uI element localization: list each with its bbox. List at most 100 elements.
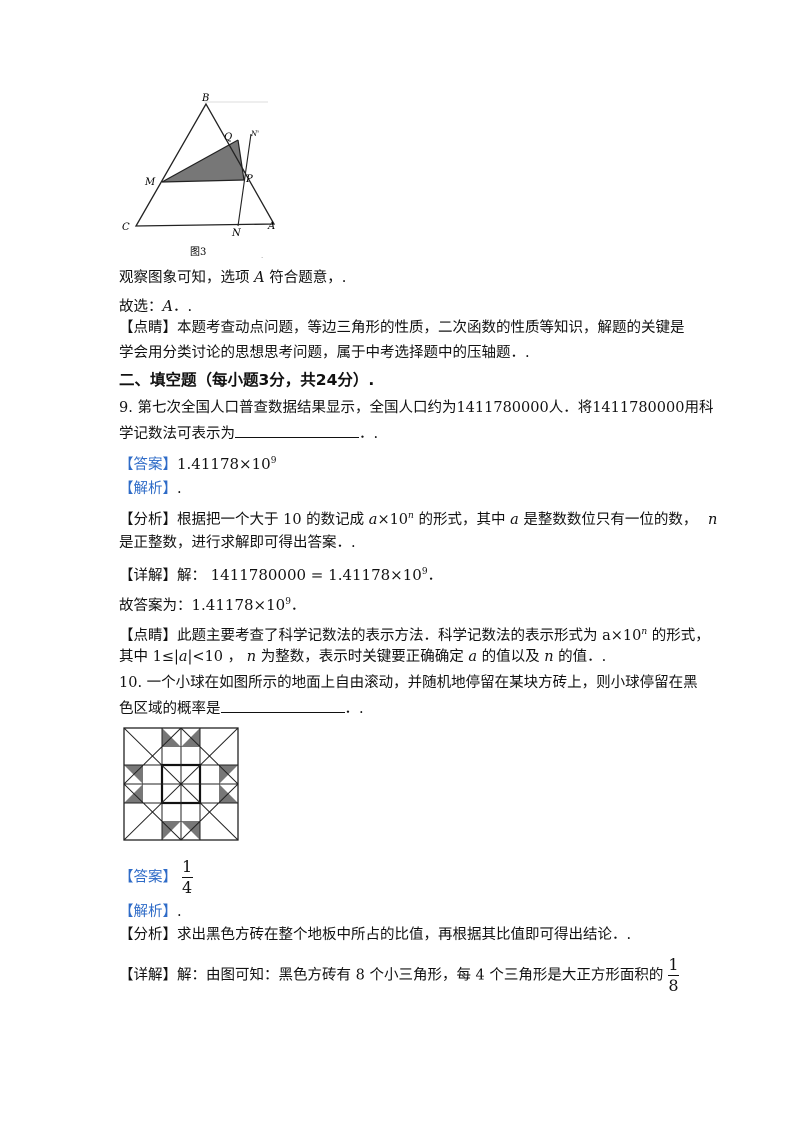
q9-solution-line: 故答案为：1.41178×109． [119,592,305,616]
q10-xiangjie-tag: 【详解】 [119,967,177,984]
q9-dj-text-i: 的值．. [558,649,607,665]
segment-nn-prime [237,133,252,227]
q9-solution-exponent: 9 [285,597,291,607]
q9-stem-1: 9. 第七次全国人口普查数据结果显示，全国人口约为1411780000人．将14… [119,400,714,416]
q9-dj-var-a: a [178,649,188,665]
q10-answer-numerator: 1 [182,857,193,876]
q9-answer-exponent: 9 [270,456,277,466]
q9-stem-2: 学记数法可表示为．. [119,423,378,444]
observe-text: 观察图象可知，选项 [119,270,250,286]
q10-xiangjie-fraction: 1 8 [668,956,679,995]
q10-xiangjie-numerator: 1 [668,955,679,974]
q9-fenxi-text-g: 是整数数位只有一位的数， [523,511,698,528]
q9-dj-text-e: 为整数，表示时关键要正确确定 [260,649,464,665]
q9-dj-var-a-2: a [468,649,477,665]
geometry-figure-3: B Q N' M P C N A 图3 . [122,93,276,260]
q10-xiangjie-text: 解：由图可知：黑色方砖有 8 个小三角形，每 4 个三角形是大正方形面积的 [177,967,664,984]
q9-fenxi-text-a: 根据把一个大于 10 的数记成 [177,511,365,528]
q9-dj-var-n: n [246,649,257,665]
q10-answer-denominator: 4 [182,878,193,897]
q9-answer-blank [235,423,359,438]
section-heading: 二、填空题（每小题3分，共24分）. [119,371,375,389]
remark-text-1: 本题考查动点问题，等边三角形的性质，二次函数的性质等知识，解题的关键是 [177,320,685,336]
q9-dianjing-line-1: 【点睛】此题主要考查了科学记数法的表示方法．科学记数法的表示形式为 a×10n … [119,622,710,646]
figure-caption: 图3 [190,246,206,258]
times-ten: ×10 [377,511,409,528]
q10-stem-1: 10. 一个小球在如图所示的地面上自由滚动，并随机地停留在某块方砖上，则小球停留… [119,675,698,691]
fraction-bar [181,877,193,878]
xiangjie-tag: 【详解】 [119,567,177,584]
q9-xiangjie-line: 【详解】解： 1411780000 = 1.41178×109． [119,562,442,586]
label-c: C [122,222,130,233]
option-a: A [254,270,265,286]
q10-xiangjie-denominator: 8 [668,976,679,995]
var-n-exp: n [408,511,414,521]
q9-fenxi-line-1: 【分析】根据把一个大于 10 的数记成 a×10n 的形式，其中 a 是整数数位… [119,506,717,530]
q9-dianjing-text-a: 此题主要考查了科学记数法的表示方法．科学记数法的表示形式为 [177,627,598,644]
q9-jiexi-line: 【解析】. [119,479,182,499]
q9-dianjing-formula: a×10 [602,627,642,644]
jiexi-dot: . [177,481,182,497]
var-n: n [707,511,718,528]
segment-qp [237,139,245,181]
q9-xiangjie-equation: 1411780000 = 1.41178×10 [210,565,422,584]
q9-dj-text-g: 的值以及 [481,649,540,665]
q10-xiangjie-line: 【详解】解：由图可知：黑色方砖有 8 个小三角形，每 4 个三角形是大正方形面积… [119,956,679,996]
q9-answer-line: 【答案】1.41178×109 [119,451,276,475]
q10-answer-blank [220,698,345,713]
dianjing-tag: 【点睛】 [119,627,177,644]
choice-end: ．. [172,299,193,315]
q10-stem-2-end: ．. [344,701,364,717]
q9-solution-value: 1.41178×10 [191,595,286,614]
answer-tag: 【答案】 [119,456,177,473]
label-a: A [267,221,275,232]
label-m: M [144,177,156,188]
q10-fenxi-tag: 【分析】 [119,927,177,943]
jiexi-tag: 【解析】 [119,481,177,497]
var-a-2: a [510,511,519,528]
q10-answer-line: 【答案】 1 4 [119,857,193,897]
q10-stem-2: 色区域的概率是 ．. [119,698,364,719]
q10-stem-2-text: 色区域的概率是 [119,701,221,717]
q10-answer-fraction: 1 4 [181,857,193,897]
label-p: P [245,174,253,185]
q10-jiexi-tag: 【解析】 [119,904,177,920]
shaded-triangle-mqp [162,140,244,182]
caption-dot: . [261,252,263,260]
triangle-abc [134,102,276,227]
segment-mq [161,139,239,183]
label-q: Q [224,132,232,143]
label-n-prime: N' [250,130,259,138]
q9-dianjing-line-2: 其中 1≤|a|<10 ， n 为整数，表示时关键要正确确定 a 的值以及 n … [119,647,606,667]
q10-jiexi-line: 【解析】. [119,902,182,922]
fraction-bar-2 [668,975,679,976]
q9-answer-mantissa: 1.41178×10 [177,454,271,473]
q9-fenxi-line-2: 是正整数，进行求解即可得出答案．. [119,535,356,551]
q9-solution-label: 故答案为： [119,597,192,614]
remark-text-2: 学会用分类讨论的思想思考问题，属于中考选择题中的压轴题．. [119,345,530,361]
q9-xiangjie-exponent: 9 [421,567,428,577]
remark-line-1: 【点睛】本题考查动点问题，等边三角形的性质，二次函数的性质等知识，解题的关键是 [119,318,685,338]
q10-fenxi-text: 求出黑色方砖在整个地板中所占的比值，再根据其比值即可得出结论．. [177,927,632,943]
q9-dj-var-n-2: n [544,649,554,665]
remark-tag: 【点睛】 [119,320,177,336]
q10-answer-tag: 【答案】 [119,869,177,886]
q10-fenxi-line: 【分析】求出黑色方砖在整个地板中所占的比值，再根据其比值即可得出结论．. [119,925,631,945]
label-n: N [231,228,242,239]
choice-label: 故选： [119,299,163,315]
q10-jiexi-dot: . [177,904,182,920]
label-b: B [201,93,209,104]
q9-dj-range-a: 其中 1≤| [119,649,179,665]
q9-dianjing-text-d: 的形式， [651,627,710,644]
q9-xiangjie-end: ． [427,567,443,584]
q9-stem-2-end: ．. [359,426,379,442]
q9-dianjing-exp: n [641,627,648,637]
var-a: a [368,511,378,528]
observe-text-end: 符合题意，. [269,270,347,286]
choice-value: A [162,299,173,315]
q9-dj-range-c: |<10 ， [187,649,243,665]
observe-line: 观察图象可知，选项 A 符合题意，. [119,268,346,288]
q9-xiangjie-label: 解： [177,567,206,584]
tile-floor-figure [123,727,239,841]
choice-line: 故选：A．. [119,297,192,317]
